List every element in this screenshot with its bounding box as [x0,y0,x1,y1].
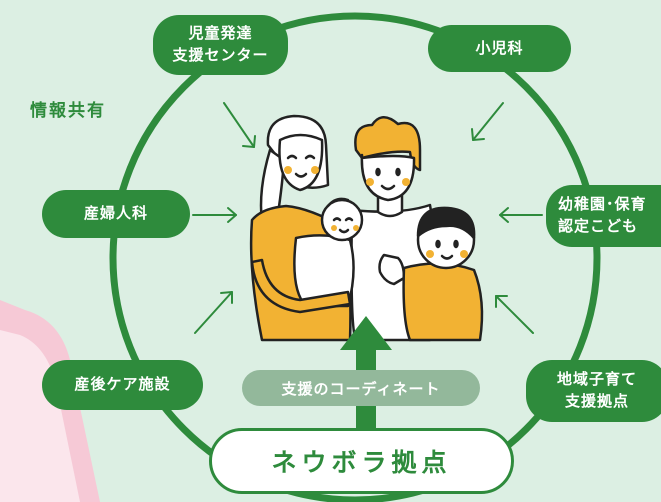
info-sharing-label: 情報共有 [30,101,106,121]
node-kindergarten: 幼稚園･保育 認定こども [546,185,661,247]
pediatrics-label: 小児科 [475,38,524,57]
arrow-from-obgyn [192,207,237,223]
community-line1: 地域子育て [556,370,637,389]
node-obgyn: 産婦人科 [42,190,190,238]
obgyn-label: 産婦人科 [83,204,148,223]
kindergarten-line2: 認定こども [558,217,639,235]
kindergarten-line1: 幼稚園･保育 [558,195,647,214]
community-line2: 支援拠点 [564,392,629,410]
network-circle [109,12,601,502]
child-dev-line2: 支援センター [172,46,269,64]
arrow-from-postpartum [194,291,233,334]
arrow-from-pediatrics [471,102,504,141]
node-pediatrics: 小児科 [428,25,571,72]
arrow-from-kindergarten [499,207,543,223]
node-postpartum-care: 産後ケア施設 [42,360,203,410]
postpartum-label: 産後ケア施設 [74,375,171,394]
child-dev-line1: 児童発達 [188,24,253,43]
arrow-from-child-dev [223,102,256,148]
neuvola-hub: ネウボラ拠点 [209,428,514,494]
coordination-pill: 支援のコーディネート [242,370,480,406]
node-community-support: 地域子育て 支援拠点 [526,360,661,422]
arrow-from-community [495,295,534,334]
white-background-shape [0,330,80,502]
family-illustration [249,114,484,342]
node-child-development-center: 児童発達 支援センター [153,15,288,75]
